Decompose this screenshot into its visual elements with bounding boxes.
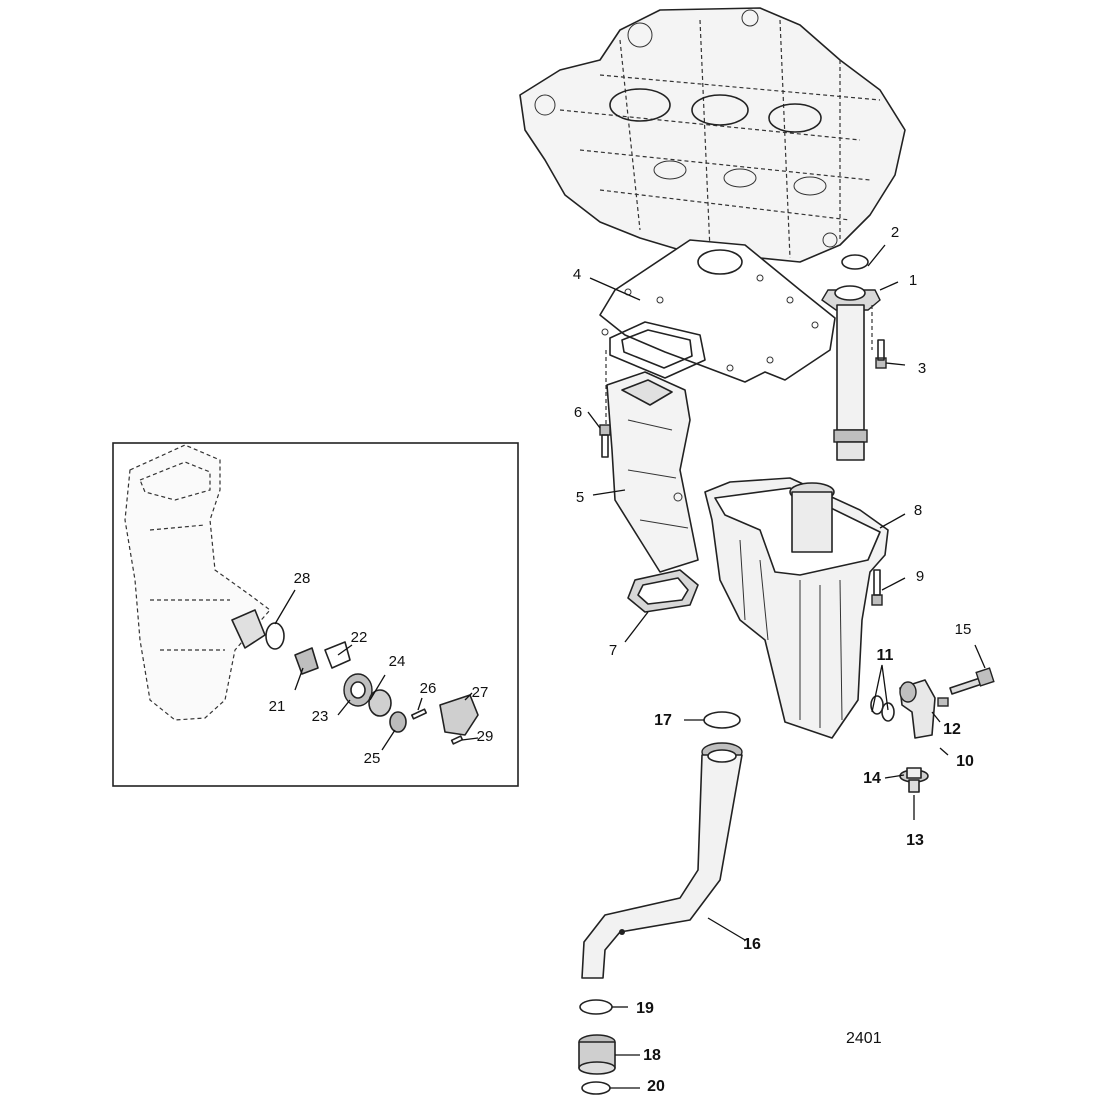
o-ring-part-2 [841, 254, 869, 270]
callout-labels: 1 2 3 4 5 6 7 8 9 10 11 12 13 14 15 16 1… [269, 224, 974, 1095]
o-rings-part-11 [870, 695, 895, 722]
elbow-fitting-part-10 [899, 679, 936, 739]
callout-18: 18 [643, 1047, 661, 1064]
callout-19: 19 [636, 1000, 654, 1017]
callout-5: 5 [576, 489, 584, 506]
detail-inset [112, 442, 519, 787]
callout-14: 14 [863, 770, 881, 787]
callout-16: 16 [743, 936, 761, 953]
callout-11: 11 [877, 647, 894, 664]
callout-22: 22 [351, 629, 368, 646]
o-ring-part-20 [581, 1081, 611, 1095]
o-ring-part-19 [579, 999, 613, 1015]
callout-1: 1 [909, 272, 917, 289]
bushing-part-12 [937, 697, 949, 707]
bolt-part-9 [871, 569, 883, 606]
plug-part-13 [899, 767, 929, 793]
callout-24: 24 [389, 653, 406, 670]
callout-3: 3 [918, 360, 926, 377]
bolt-part-6 [599, 424, 611, 458]
screw-part-3 [875, 339, 887, 369]
callout-15: 15 [955, 621, 972, 638]
callout-21: 21 [269, 698, 286, 715]
callout-8: 8 [914, 502, 922, 519]
callout-9: 9 [916, 568, 924, 585]
callout-4: 4 [573, 266, 581, 283]
leader-lines [274, 244, 986, 1089]
oil-pan-part-8 [704, 477, 889, 739]
o-ring-part-17 [703, 711, 741, 729]
exhaust-adapter-part-5 [606, 371, 699, 573]
callout-25: 25 [364, 750, 381, 767]
callout-28: 28 [294, 570, 311, 587]
callout-27: 27 [472, 684, 489, 701]
callout-2: 2 [891, 224, 899, 241]
callout-13: 13 [906, 832, 924, 849]
callout-7: 7 [609, 642, 617, 659]
callout-26: 26 [420, 680, 437, 697]
callout-10: 10 [956, 753, 974, 770]
tube-part-16 [581, 742, 743, 979]
grommet-part-18 [578, 1034, 616, 1075]
callout-23: 23 [312, 708, 329, 725]
engine-block [519, 7, 906, 263]
callout-12: 12 [943, 721, 961, 738]
callout-29: 29 [477, 728, 494, 745]
seal-part-7 [627, 569, 699, 613]
gasket-part-4 [599, 239, 836, 430]
callout-17: 17 [654, 712, 672, 729]
callout-6: 6 [574, 404, 582, 421]
bolt-part-15 [949, 667, 995, 695]
water-tube-part-1 [821, 285, 881, 461]
figure-number: 2401 [846, 1030, 882, 1047]
callout-20: 20 [647, 1078, 665, 1095]
